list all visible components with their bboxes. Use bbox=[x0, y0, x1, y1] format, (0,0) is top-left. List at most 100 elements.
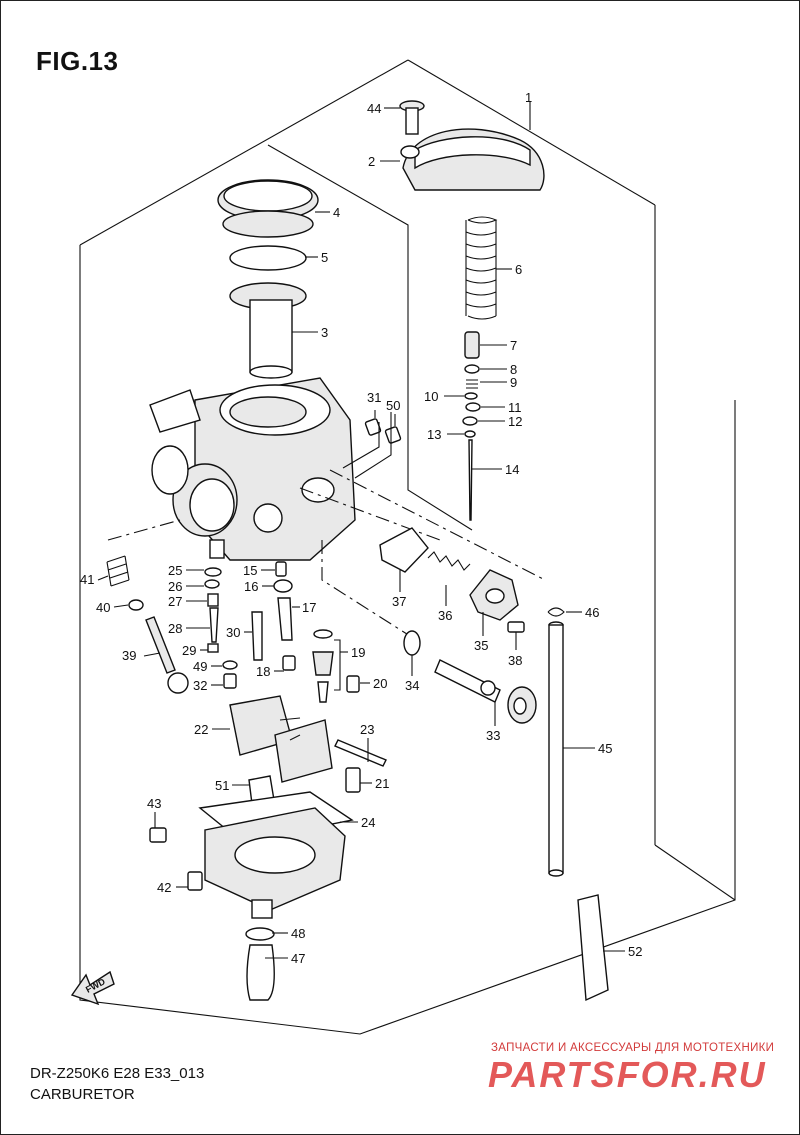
callout-4: 4 bbox=[333, 205, 340, 220]
part-47-drain-hose bbox=[246, 944, 275, 1001]
part-32-screw bbox=[223, 673, 237, 689]
part-44-screw bbox=[399, 100, 425, 135]
part-38-screw bbox=[507, 621, 525, 633]
leader-50 bbox=[354, 412, 392, 479]
callout-13: 13 bbox=[427, 427, 441, 442]
callout-9: 9 bbox=[510, 375, 517, 390]
part-4-cover bbox=[217, 179, 319, 238]
callout-44: 44 bbox=[367, 101, 381, 116]
callout-12: 12 bbox=[508, 414, 522, 429]
part-22-float bbox=[229, 695, 333, 783]
part-34-o-ring bbox=[403, 630, 421, 656]
part-36-spring bbox=[427, 551, 471, 571]
callout-31: 31 bbox=[367, 390, 381, 405]
part-14-jet-needle bbox=[468, 439, 473, 521]
callout-32: 32 bbox=[193, 678, 207, 693]
part-13-ring bbox=[464, 430, 476, 438]
part-45-hose bbox=[548, 621, 564, 877]
callout-26: 26 bbox=[168, 579, 182, 594]
callout-47: 47 bbox=[291, 951, 305, 966]
callout-28: 28 bbox=[168, 621, 182, 636]
callout-3: 3 bbox=[321, 325, 328, 340]
part-42-screw bbox=[187, 871, 203, 891]
callout-5: 5 bbox=[321, 250, 328, 265]
assembly-line-37 bbox=[299, 487, 441, 541]
part-41-spring bbox=[106, 555, 130, 587]
watermark-tagline: ЗАПЧАСТИ И АКСЕССУАРЫ ДЛЯ МОТОТЕХНИКИ bbox=[491, 1042, 775, 1054]
part-40-washer bbox=[128, 599, 144, 611]
callout-49: 49 bbox=[193, 659, 207, 674]
model-code: DR-Z250K6 E28 E33_013 bbox=[30, 1065, 205, 1082]
part-26-washer bbox=[204, 579, 220, 589]
part-27-jet bbox=[207, 593, 219, 607]
part-43-screw bbox=[149, 827, 167, 843]
watermark-logo: PARTSFOR.RU bbox=[488, 1054, 767, 1095]
callout-30: 30 bbox=[226, 625, 240, 640]
callout-25: 25 bbox=[168, 563, 182, 578]
callout-50: 50 bbox=[386, 398, 400, 413]
carburetor-body bbox=[149, 377, 356, 561]
part-28-needle-jet bbox=[209, 607, 219, 643]
callout-21: 21 bbox=[375, 776, 389, 791]
part-33-starter-plunger bbox=[434, 659, 537, 724]
section-name: CARBURETOR bbox=[30, 1086, 135, 1103]
callout-8: 8 bbox=[510, 362, 517, 377]
part-25-ring bbox=[204, 567, 222, 577]
assembly-line-46 bbox=[329, 469, 546, 581]
part-19-float-valve bbox=[312, 629, 334, 703]
part-50-screw bbox=[384, 426, 402, 444]
callout-14: 14 bbox=[505, 462, 519, 477]
part-21-screw bbox=[345, 767, 361, 793]
assembly-box-top-left bbox=[79, 59, 409, 246]
callout-17: 17 bbox=[302, 600, 316, 615]
callout-41: 41 bbox=[80, 572, 94, 587]
part-3-throttle-slide bbox=[229, 282, 307, 379]
callout-40: 40 bbox=[96, 600, 110, 615]
part-49-ring bbox=[222, 660, 238, 670]
part-11-clip bbox=[465, 402, 481, 412]
part-8-washer bbox=[464, 364, 480, 374]
callout-51: 51 bbox=[215, 778, 229, 793]
part-15-plug bbox=[275, 561, 287, 577]
callout-34: 34 bbox=[405, 678, 419, 693]
fwd-arrow-icon: FWD bbox=[70, 970, 115, 1006]
assembly-line-34 bbox=[321, 540, 411, 637]
part-5-o-ring bbox=[229, 245, 307, 271]
part-24-float-chamber bbox=[198, 791, 354, 919]
part-6-spring bbox=[465, 216, 498, 320]
part-35-housing bbox=[469, 569, 519, 621]
callout-39: 39 bbox=[122, 648, 136, 663]
callout-7: 7 bbox=[510, 338, 517, 353]
part-52-bracket bbox=[577, 894, 609, 1002]
part-23-float-pin bbox=[334, 739, 387, 767]
callout-19: 19 bbox=[351, 645, 365, 660]
callout-1: 1 bbox=[525, 90, 532, 105]
callout-45: 45 bbox=[598, 741, 612, 756]
callout-18: 18 bbox=[256, 664, 270, 679]
part-12-washer bbox=[462, 416, 478, 426]
callout-16: 16 bbox=[244, 579, 258, 594]
callout-35: 35 bbox=[474, 638, 488, 653]
figure-title: FIG.13 bbox=[36, 46, 119, 76]
callout-52: 52 bbox=[628, 944, 642, 959]
callout-24: 24 bbox=[361, 815, 375, 830]
callout-38: 38 bbox=[508, 653, 522, 668]
callout-36: 36 bbox=[438, 608, 452, 623]
assembly-box-outline bbox=[79, 245, 736, 1035]
callout-46: 46 bbox=[585, 605, 599, 620]
callout-15: 15 bbox=[243, 563, 257, 578]
callout-20: 20 bbox=[373, 676, 387, 691]
callout-11: 11 bbox=[508, 400, 522, 415]
part-48-clamp bbox=[245, 927, 275, 941]
part-39-screw bbox=[145, 616, 189, 694]
part-7-needle-holder bbox=[464, 331, 480, 359]
part-37-gasket bbox=[379, 527, 429, 573]
part-17-main-jet bbox=[277, 597, 293, 641]
part-46-clip bbox=[547, 607, 565, 617]
part-30-pilot-jet bbox=[251, 611, 263, 661]
callout-42: 42 bbox=[157, 880, 171, 895]
callout-6: 6 bbox=[515, 262, 522, 277]
callout-2: 2 bbox=[368, 154, 375, 169]
